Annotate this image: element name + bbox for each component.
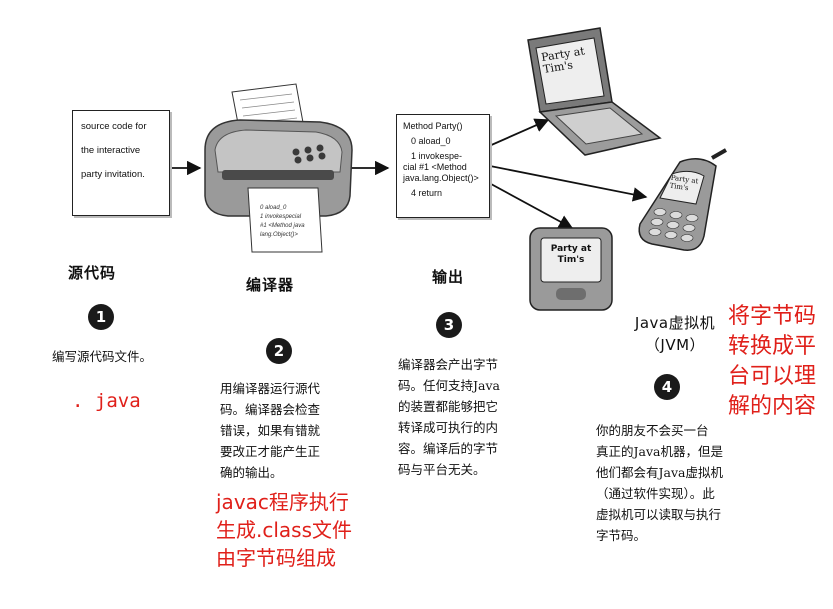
compiler-title: 编译器 bbox=[246, 276, 295, 294]
source-code-document: source code for the interactive party in… bbox=[72, 110, 170, 216]
arrow-to-phone bbox=[479, 163, 648, 202]
cellphone-icon bbox=[638, 148, 727, 251]
step-number-1: 1 bbox=[88, 304, 114, 330]
source-doc-line: source code for bbox=[81, 121, 147, 132]
paper-line: #1 <Method java bbox=[260, 223, 305, 229]
step-number-2: 2 bbox=[266, 338, 292, 364]
source-title: 源代码 bbox=[68, 264, 117, 282]
bytecode-line: 1 invokespe- bbox=[411, 151, 463, 161]
compiler-machine-icon bbox=[204, 83, 353, 253]
step-number-4: 4 bbox=[654, 374, 680, 400]
compiler-description: 用编译器运行源代 码。编译器会检查 错误，如果有错就 要改正才能产生正 确的输出… bbox=[220, 381, 321, 480]
paper-line: 0 aload_0 bbox=[260, 205, 287, 211]
bytecode-line: 0 aload_0 bbox=[411, 136, 451, 146]
jvm-description: 你的朋友不会买一台 真正的Java机器，但是 他们都会有Java虚拟机 （通过软… bbox=[596, 423, 723, 543]
compiler-paper-text: 0 aload_0 1 invokespecial #1 <Method jav… bbox=[260, 204, 320, 240]
pda-icon bbox=[529, 227, 613, 311]
source-doc-line: the interactive bbox=[81, 145, 141, 156]
source-description: 编写源代码文件。 bbox=[52, 349, 153, 364]
compiler-note: javac程序执行 生成.class文件 由字节码组成 bbox=[216, 490, 353, 570]
bytecode-line: 4 return bbox=[411, 188, 443, 198]
pda-screen-text: Party at Tim's bbox=[550, 244, 592, 265]
arrow-to-laptop bbox=[479, 118, 550, 151]
jvm-note: 将字节码 转换成平 台可以理 解的内容 bbox=[728, 304, 817, 419]
output-description: 编译器会产出字节 码。任何支持Java 的装置都能够把它 转译成可执行的内 容。… bbox=[398, 357, 500, 477]
source-note: . java bbox=[72, 390, 141, 412]
paper-line: 1 invokespecial bbox=[260, 214, 302, 220]
source-doc-line: party invitation. bbox=[81, 169, 145, 180]
bytecode-line: Method Party() bbox=[403, 121, 463, 131]
paper-line: lang.Object()> bbox=[260, 232, 298, 238]
bytecode-line: java.lang.Object()> bbox=[403, 173, 479, 183]
bytecode-line: cial #1 <Method bbox=[403, 162, 467, 172]
jvm-title: Java虚拟机 （JVM） bbox=[634, 314, 716, 354]
step-number-3: 3 bbox=[436, 312, 462, 338]
output-title: 输出 bbox=[432, 268, 465, 286]
bytecode-document: Method Party() 0 aload_0 1 invokespe- ci… bbox=[396, 114, 490, 218]
laptop-icon bbox=[527, 27, 662, 156]
arrow-to-pda bbox=[479, 177, 574, 229]
